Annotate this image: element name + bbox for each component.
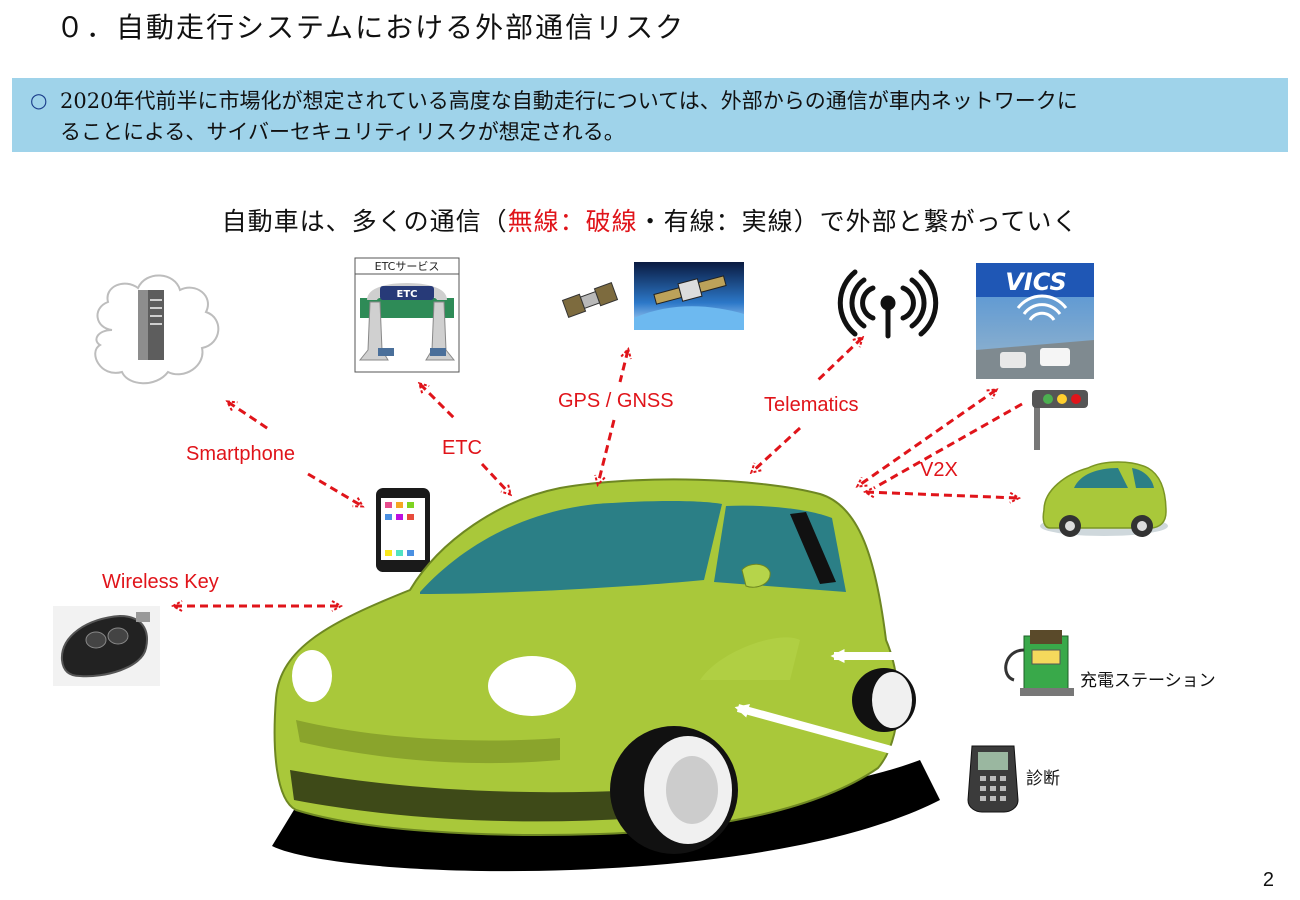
label-charging-station: 充電ステーション — [1080, 671, 1216, 691]
smartphone-icon — [376, 488, 430, 572]
etc-wireless-arrow-upper — [420, 384, 458, 422]
vics-wireless-arrow — [858, 390, 996, 486]
label-smartphone: Smartphone — [186, 443, 295, 465]
diagnostic-tool-icon — [967, 745, 1019, 813]
v2x-wireless-arrow — [866, 492, 1018, 498]
gps-wireless-arrow-lower — [598, 419, 616, 484]
label-etc: ETC — [442, 437, 482, 459]
cloud-wireless-arrow-upper — [228, 402, 271, 432]
antenna-icon — [837, 269, 939, 339]
signal-wireless-arrow — [873, 402, 1023, 490]
etc-service-label: ETCサービス — [375, 260, 440, 273]
cloud-server-icon — [94, 274, 220, 385]
vics-label: VICS — [1005, 268, 1067, 296]
cloud-wireless-arrow-lower — [307, 472, 362, 506]
etc-gate-label: ETC — [397, 289, 418, 300]
diagnosis-wired-arrow — [734, 704, 908, 758]
vics-icon: VICS — [976, 263, 1094, 379]
label-telematics: Telematics — [764, 394, 858, 416]
info-text: 2020年代前半に市場化が想定されている高度な自動走行については、外部からの通信… — [60, 89, 1078, 144]
telematics-wireless-arrow-lower — [752, 426, 802, 472]
etc-wireless-arrow-lower — [480, 462, 510, 494]
subtitle-wireless-note: 無線：破線 — [507, 207, 638, 236]
label-v2x: V2X — [920, 459, 958, 481]
diagram-subtitle: 自動車は、多くの通信（無線：破線・有線：実線）で外部と繋がっていく — [0, 202, 1300, 238]
other-car-icon — [1040, 461, 1168, 537]
info-box: ○ 2020年代前半に市場化が想定されている高度な自動走行については、外部からの… — [12, 78, 1288, 152]
wireless-key-icon — [53, 606, 160, 686]
bullet-icon: ○ — [30, 88, 48, 112]
etc-gate-icon: ETCサービス ETC — [354, 257, 460, 373]
satellite-photo-icon — [634, 262, 744, 330]
label-diagnosis: 診断 — [1026, 769, 1060, 789]
label-gps: GPS / GNSS — [558, 390, 674, 412]
gps-wireless-arrow-upper — [620, 350, 628, 383]
traffic-signal-icon — [1032, 390, 1088, 450]
subtitle-part1: 自動車は、多くの通信（ — [221, 207, 508, 236]
label-wireless-key: Wireless Key — [102, 571, 219, 593]
slide-title: ０．自動走行システムにおける外部通信リスク — [56, 11, 686, 44]
page-number: 2 — [1262, 869, 1274, 891]
main-car-illustration — [272, 478, 940, 872]
charging-station-icon — [1004, 630, 1074, 696]
telematics-wireless-arrow-upper — [816, 338, 862, 382]
satellite-icon — [561, 282, 619, 318]
subtitle-part2: ・有線：実線）で外部と繋がっていく — [637, 207, 1079, 236]
